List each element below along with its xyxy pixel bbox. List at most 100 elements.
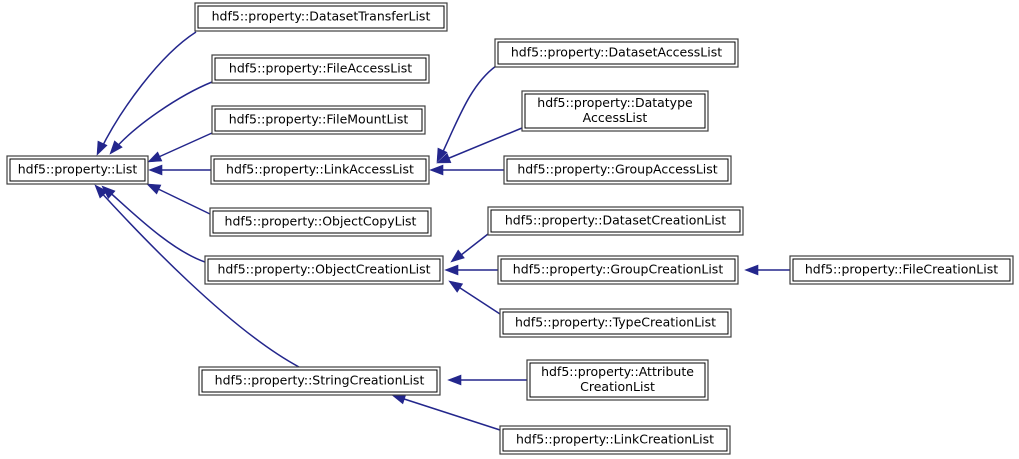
node-label: hdf5::property::DatasetTransferList <box>212 9 431 24</box>
edge-file-mount-list-to-list <box>147 132 213 163</box>
node-link-access-list[interactable]: hdf5::property::LinkAccessList <box>210 155 430 185</box>
node-link-creation-list[interactable]: hdf5::property::LinkCreationList <box>499 425 731 455</box>
edge-arrowhead <box>450 249 465 263</box>
node-box[interactable] <box>211 54 430 84</box>
node-label: hdf5::property::FileAccessList <box>229 61 412 76</box>
node-string-creation-list[interactable]: hdf5::property::StringCreationList <box>198 366 441 396</box>
edge-arrowhead <box>447 374 462 386</box>
node-box[interactable] <box>194 2 448 32</box>
node-dataset-access-list[interactable]: hdf5::property::DatasetAccessList <box>494 38 739 68</box>
edge-link-access-list-to-list <box>148 164 211 176</box>
node-box[interactable] <box>210 155 430 185</box>
edge-type-creation-list-to-object-creation-list <box>448 280 501 315</box>
node-box[interactable] <box>503 155 732 185</box>
node-box[interactable] <box>526 359 709 401</box>
node-box[interactable] <box>198 366 441 396</box>
node-label: hdf5::property::TypeCreationList <box>515 315 716 330</box>
node-box[interactable] <box>487 206 744 236</box>
node-label: hdf5::property::List <box>18 162 138 177</box>
node-dataset-transfer-list[interactable]: hdf5::property::DatasetTransferList <box>194 2 448 32</box>
node-inner-border <box>9 158 146 182</box>
node-inner-border <box>213 158 427 182</box>
edge-arrowhead <box>429 164 444 176</box>
node-label: hdf5::property::GroupAccessList <box>517 162 717 177</box>
edge-file-creation-list-to-group-creation-list <box>744 264 790 276</box>
node-label: hdf5::property::FileMountList <box>229 112 409 127</box>
edge-dataset-access-list-to-link-access-list <box>436 65 497 163</box>
edge-arrowhead <box>744 264 759 276</box>
node-label: hdf5::property::FileCreationList <box>805 262 998 277</box>
edge-arrowhead <box>96 140 108 156</box>
node-inner-border <box>500 258 736 282</box>
edge-line <box>151 132 213 161</box>
node-inner-border <box>497 41 736 65</box>
edge-object-creation-list-to-list <box>101 185 206 263</box>
edge-arrowhead <box>146 183 162 195</box>
edge-arrowhead <box>109 140 123 155</box>
edge-arrowhead <box>444 264 459 276</box>
node-inner-border <box>792 258 1011 282</box>
edge-group-access-list-to-link-access-list <box>429 164 504 176</box>
node-box[interactable] <box>499 425 731 455</box>
node-label: hdf5::property::LinkAccessList <box>226 162 414 177</box>
node-type-creation-list[interactable]: hdf5::property::TypeCreationList <box>499 308 732 338</box>
node-label: hdf5::property::DatasetCreationList <box>505 213 726 228</box>
node-inner-border <box>201 369 438 393</box>
node-file-access-list[interactable]: hdf5::property::FileAccessList <box>211 54 430 84</box>
edge-line <box>441 127 523 162</box>
edge-line <box>99 31 197 152</box>
edge-group-creation-list-to-object-creation-list <box>444 264 498 276</box>
node-object-copy-list[interactable]: hdf5::property::ObjectCopyList <box>209 207 432 237</box>
edge-line <box>105 188 206 263</box>
edge-line <box>453 283 501 315</box>
edge-dataset-creation-list-to-object-creation-list <box>450 233 489 263</box>
node-box[interactable] <box>499 308 732 338</box>
edge-arrowhead <box>448 280 464 293</box>
edge-datatype-access-list-to-link-access-list <box>436 127 523 164</box>
node-group-creation-list[interactable]: hdf5::property::GroupCreationList <box>497 255 739 285</box>
node-inner-border <box>207 258 441 282</box>
node-list[interactable]: hdf5::property::List <box>6 155 149 185</box>
edge-arrowhead <box>148 164 163 176</box>
node-box[interactable] <box>211 105 426 135</box>
edge-line <box>439 65 497 159</box>
edge-arrowhead <box>436 152 452 164</box>
node-group-access-list[interactable]: hdf5::property::GroupAccessList <box>503 155 732 185</box>
node-box[interactable] <box>209 207 432 237</box>
node-inner-border <box>212 210 429 234</box>
edge-line <box>151 185 211 215</box>
edge-arrowhead <box>94 184 108 199</box>
node-box[interactable] <box>497 255 739 285</box>
node-label: hdf5::property::Attribute <box>541 364 694 379</box>
node-inner-border <box>524 93 706 129</box>
node-label: hdf5::property::Datatype <box>537 95 693 110</box>
edge-line <box>97 188 300 368</box>
node-object-creation-list[interactable]: hdf5::property::ObjectCreationList <box>204 255 444 285</box>
node-label: hdf5::property::GroupCreationList <box>513 262 724 277</box>
edge-arrowhead <box>436 147 448 163</box>
node-box[interactable] <box>494 38 739 68</box>
node-label: hdf5::property::ObjectCreationList <box>217 262 430 277</box>
node-inner-border <box>502 311 729 335</box>
node-box[interactable] <box>204 255 444 285</box>
edge-link-creation-list-to-string-creation-list <box>391 393 501 431</box>
node-file-creation-list[interactable]: hdf5::property::FileCreationList <box>789 255 1014 285</box>
node-inner-border <box>214 108 423 132</box>
node-inner-border <box>502 428 728 452</box>
node-file-mount-list[interactable]: hdf5::property::FileMountList <box>211 105 426 135</box>
node-dataset-creation-list[interactable]: hdf5::property::DatasetCreationList <box>487 206 744 236</box>
node-inner-border <box>197 5 445 29</box>
node-label: AccessList <box>583 110 648 125</box>
node-label: CreationList <box>580 379 655 394</box>
edge-line <box>397 396 501 431</box>
node-box[interactable] <box>789 255 1014 285</box>
node-box[interactable] <box>521 90 709 132</box>
edge-line <box>112 81 213 152</box>
node-box[interactable] <box>6 155 149 185</box>
node-inner-border <box>506 158 729 182</box>
edge-attribute-creation-list-to-string-creation-list <box>447 374 527 386</box>
